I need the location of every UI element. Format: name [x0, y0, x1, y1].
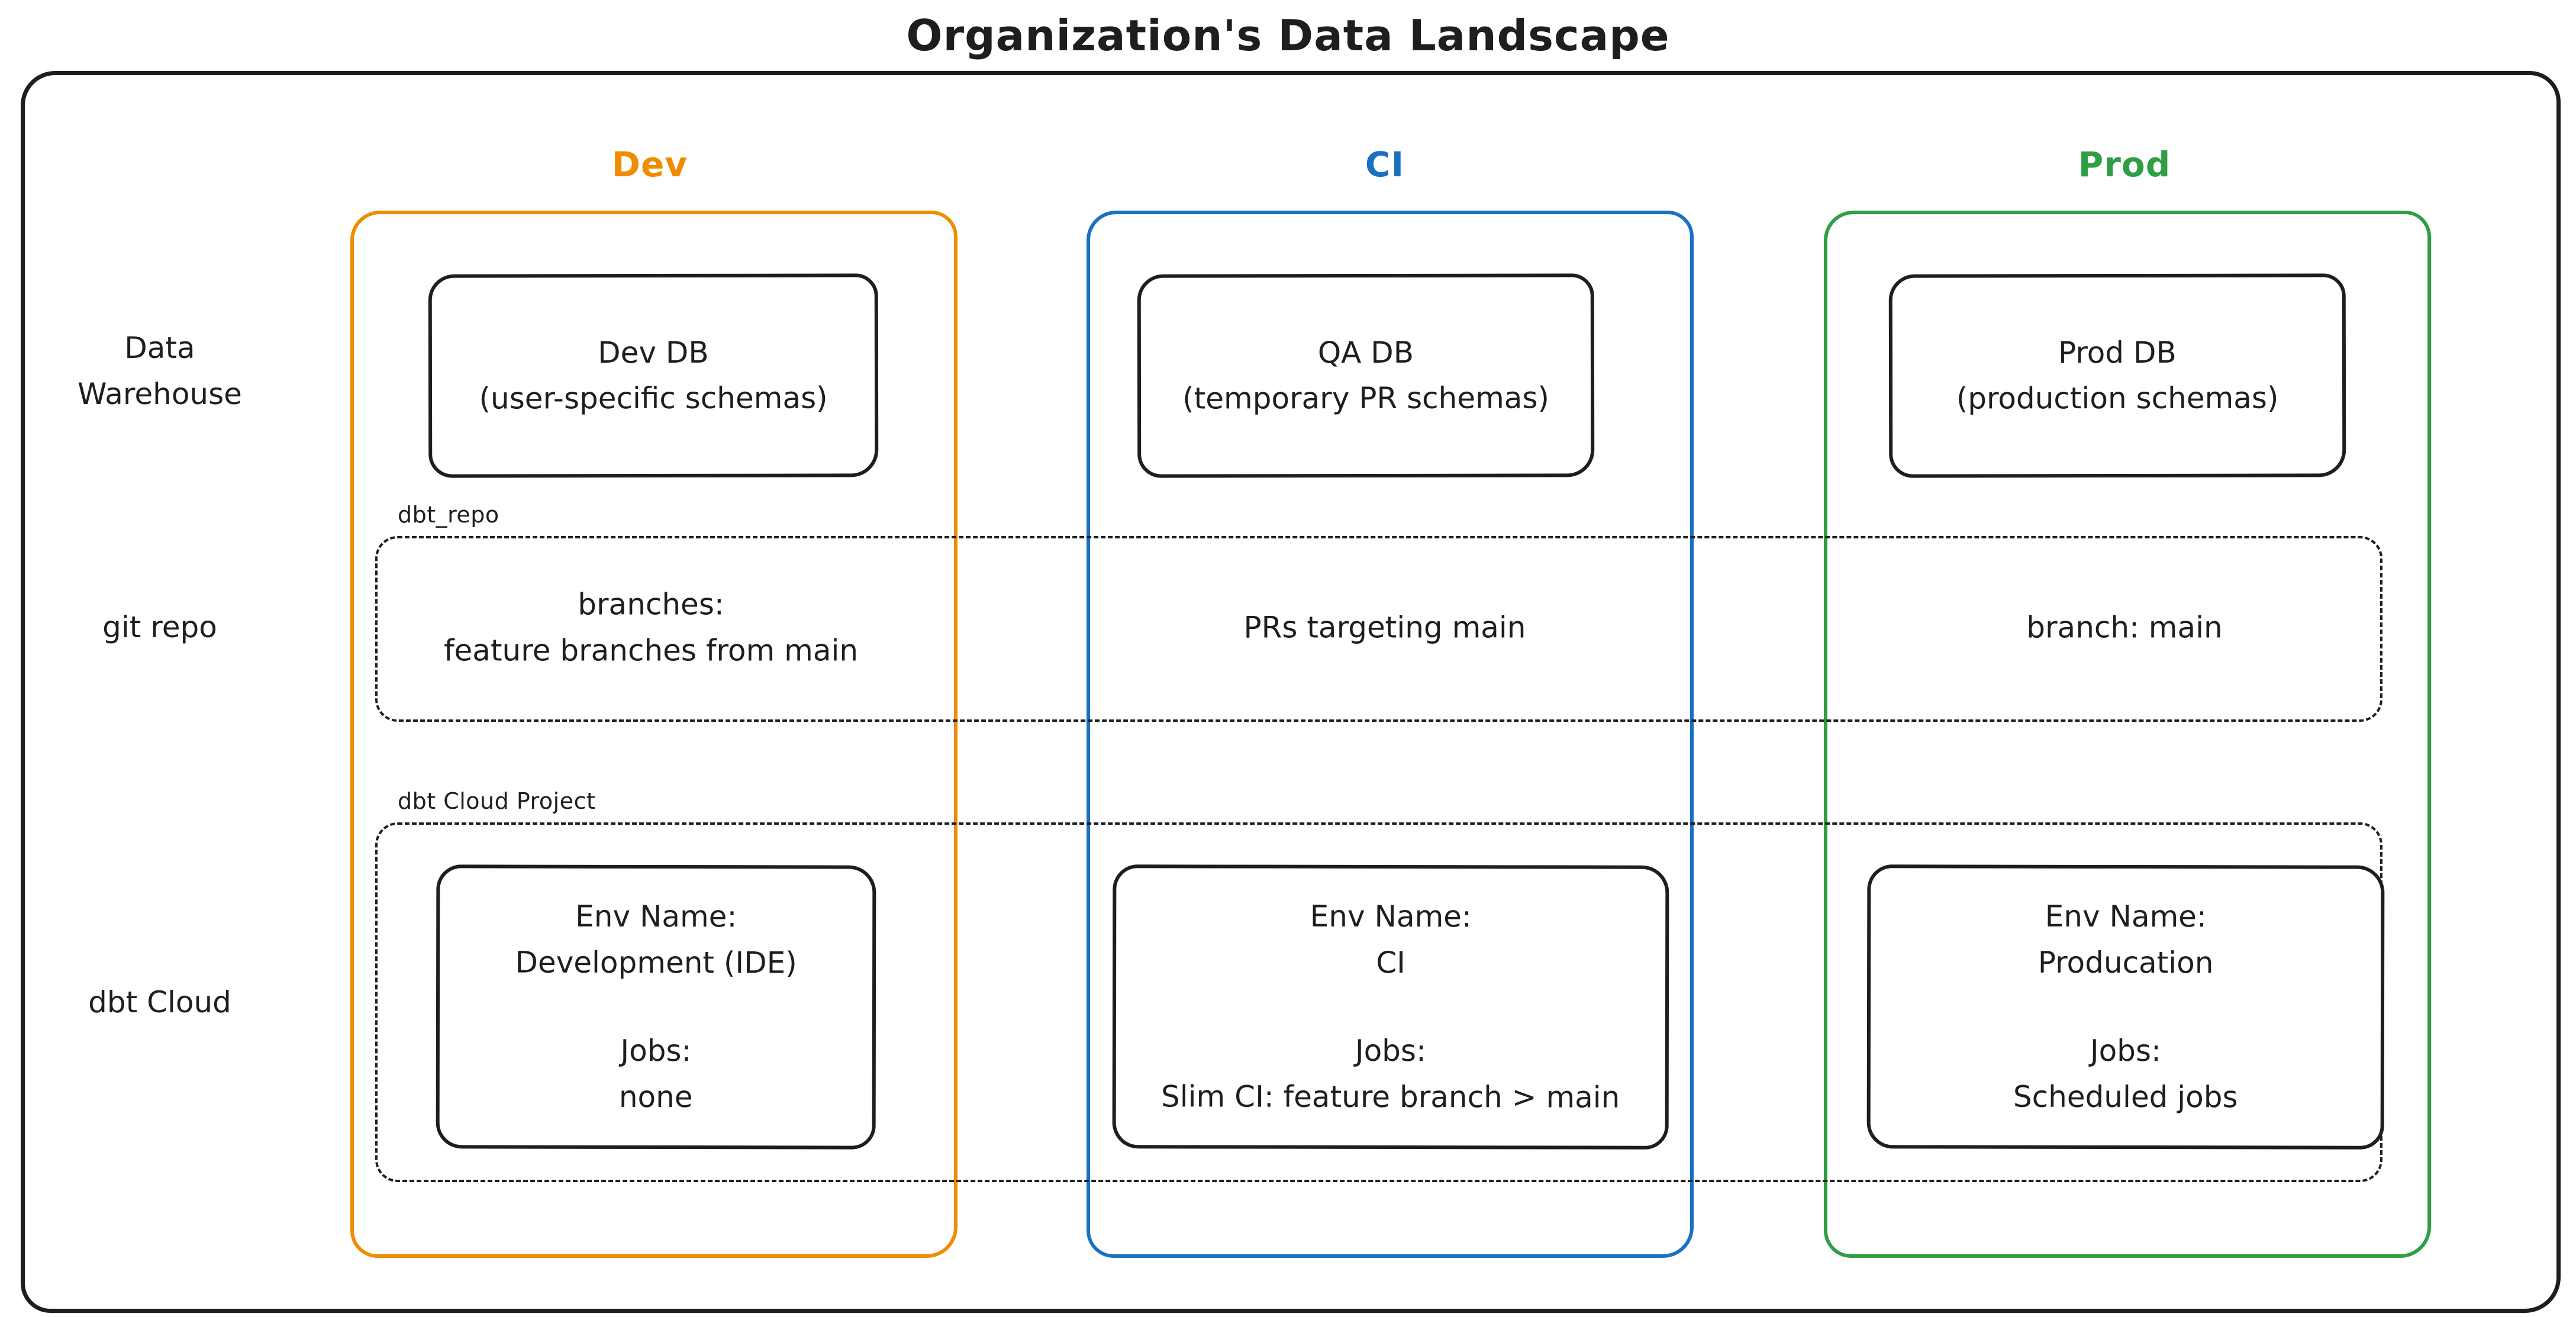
group-label-dbt-cloud-project: dbt Cloud Project — [398, 788, 596, 814]
spacer — [1388, 986, 1394, 1028]
group-label-dbt-repo: dbt_repo — [398, 502, 499, 528]
env-node-dev-jobs-value: none — [618, 1079, 693, 1114]
db-node-dev: Dev DB (user-specific schemas) — [428, 273, 879, 478]
git-text-prod: branch: main — [2026, 610, 2223, 645]
row-label-dbt-cloud: dbt Cloud — [88, 985, 231, 1019]
spacer — [2123, 986, 2129, 1028]
git-text-dev: branches: feature branches from main — [443, 587, 859, 668]
column-container-prod — [1824, 211, 2431, 1258]
env-node-dev-jobs-label: Jobs: — [620, 1033, 692, 1069]
db-node-prod-title: Prod DB — [2058, 335, 2177, 370]
env-node-dev-name: Development (IDE) — [515, 945, 797, 980]
db-node-ci-subtitle: (temporary PR schemas) — [1182, 380, 1550, 416]
git-repo-group-box — [375, 536, 2382, 722]
env-node-ci-name: CI — [1376, 945, 1406, 980]
column-header-dev: Dev — [611, 144, 688, 185]
column-container-ci — [1087, 211, 1694, 1258]
diagram-title: Organization's Data Landscape — [906, 11, 1670, 60]
env-node-dev-label: Env Name: — [575, 899, 737, 934]
env-node-ci-label: Env Name: — [1310, 899, 1472, 934]
env-node-prod-name: Producation — [2037, 945, 2214, 980]
spacer — [653, 986, 659, 1028]
db-node-dev-title: Dev DB — [598, 335, 709, 370]
git-text-ci: PRs targeting main — [1243, 610, 1526, 645]
env-node-prod: Env Name: Producation Jobs: Scheduled jo… — [1866, 864, 2385, 1150]
env-node-ci: Env Name: CI Jobs: Slim CI: feature bran… — [1112, 864, 1669, 1150]
landscape-outer-container — [21, 71, 2561, 1313]
env-node-prod-label: Env Name: — [2045, 899, 2207, 934]
db-node-dev-subtitle: (user-specific schemas) — [479, 380, 828, 416]
column-header-prod: Prod — [2078, 144, 2171, 185]
column-container-dev — [350, 211, 957, 1258]
db-node-ci: QA DB (temporary PR schemas) — [1137, 273, 1595, 478]
env-node-dev: Env Name: Development (IDE) Jobs: none — [436, 864, 876, 1150]
db-node-prod-subtitle: (production schemas) — [1956, 380, 2279, 416]
env-node-ci-jobs-label: Jobs: — [1355, 1033, 1426, 1069]
env-node-ci-jobs-value: Slim CI: feature branch > main — [1161, 1079, 1620, 1115]
row-label-git-repo: git repo — [102, 610, 217, 644]
column-header-ci: CI — [1365, 144, 1405, 185]
env-node-prod-jobs-label: Jobs: — [2090, 1033, 2161, 1069]
env-node-prod-jobs-value: Scheduled jobs — [2013, 1079, 2238, 1114]
db-node-ci-title: QA DB — [1317, 335, 1414, 370]
row-label-data-warehouse: Data Warehouse — [78, 331, 242, 411]
db-node-prod: Prod DB (production schemas) — [1888, 273, 2346, 478]
